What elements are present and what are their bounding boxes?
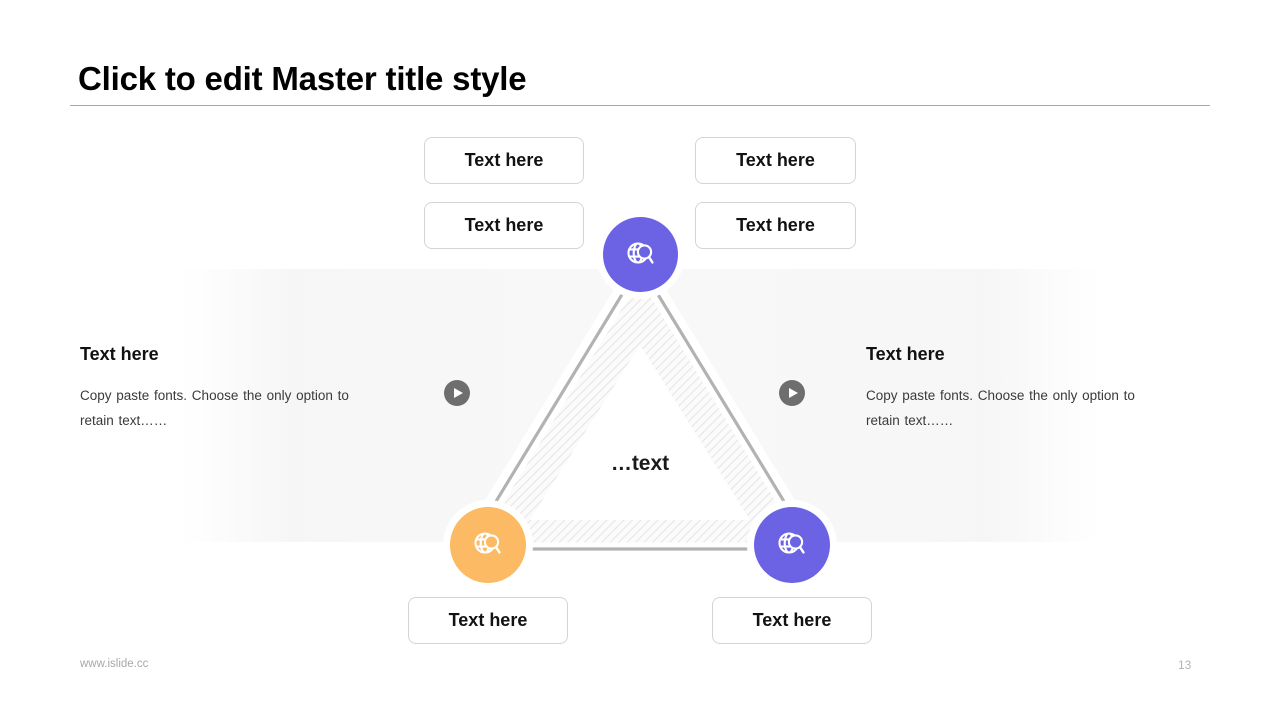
side-text-block-right: Text here Copy paste fonts. Choose the o… [866,344,1166,433]
play-button-right[interactable] [779,380,805,406]
side-heading: Text here [866,344,945,364]
play-button-left[interactable] [444,380,470,406]
node-top[interactable] [603,217,678,292]
page-title: Click to edit Master title style [78,60,527,97]
play-icon [788,388,798,398]
node-bottom-left[interactable] [450,507,526,583]
label-box-text: Text here [464,215,544,235]
label-box-text: Text here [448,610,528,630]
label-box-top-right[interactable]: Text here [695,137,856,184]
label-box-mid-right[interactable]: Text here [695,202,856,249]
side-heading: Text here [80,344,159,364]
label-box-bottom-left[interactable]: Text here [408,597,568,644]
side-body: Copy paste fonts. Choose the only option… [866,388,1135,428]
label-box-bottom-right[interactable]: Text here [712,597,872,644]
globe-search-icon [470,527,506,563]
globe-search-icon [623,237,659,273]
triangle-inner-face [530,345,750,520]
side-text-block-left: Text here Copy paste fonts. Choose the o… [80,344,380,433]
globe-search-icon [774,527,810,563]
play-icon [453,388,463,398]
label-box-top-left[interactable]: Text here [424,137,584,184]
side-body: Copy paste fonts. Choose the only option… [80,388,349,428]
label-box-text: Text here [736,215,815,235]
label-box-text: Text here [752,610,832,630]
node-bottom-right[interactable] [754,507,830,583]
label-box-text: Text here [736,150,815,170]
label-box-text: Text here [464,150,544,170]
footer-url[interactable]: www.islide.cc [80,658,149,670]
page-number: 13 [1178,658,1192,672]
label-box-mid-left[interactable]: Text here [424,202,584,249]
triangle-outline [464,261,816,551]
title-divider [70,105,1210,106]
triangle-center-label: …text [610,452,670,475]
